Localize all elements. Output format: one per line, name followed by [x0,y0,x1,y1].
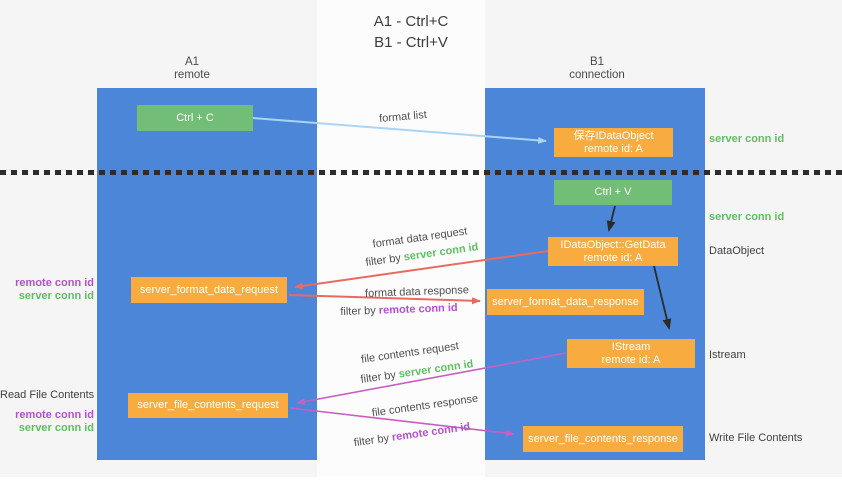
left-conn-id-group-1: remote conn id server conn id [0,277,94,303]
session-divider-dotted-line [0,170,842,175]
dataobject-label: DataObject [709,245,765,257]
ctrl-v-node: Ctrl + V [554,180,672,205]
server-file-contents-request-label: server_file_contents_request [137,399,279,411]
save-dataobject-node: 保存IDataObject remote id: A [554,128,673,157]
column-b-name: B1 [589,56,605,68]
column-a-subtitle: remote [174,69,210,81]
ctrl-c-node: Ctrl + C [137,105,253,131]
save-dataobject-line1: 保存IDataObject [573,129,654,142]
ctrl-c-label: Ctrl + C [176,111,214,124]
left-conn-id-group-2: remote conn id server conn id [0,409,94,435]
server-file-contents-response-label: server_file_contents_response [528,432,678,445]
save-dataobject-line2: remote id: A [584,142,643,155]
read-file-contents-label: Read File Contents [0,389,95,401]
title-line-1: A1 - Ctrl+C [373,13,449,30]
istream-side-label: Istream [709,349,746,361]
istream-line1: IStream [611,340,651,353]
ctrl-v-label: Ctrl + V [594,186,632,198]
filter-by-text: filter by [340,304,377,319]
server-conn-id-right-1: server conn id [709,133,785,145]
diagram-title: A1 - Ctrl+C B1 - Ctrl+V [291,11,531,53]
bottom-strip [0,477,842,485]
getdata-node: IDataObject::GetData remote id: A [548,237,678,266]
column-a-header: A1 remote [97,56,287,82]
server-format-data-response-node: server_format_data_response [487,289,644,315]
istream-line2: remote id: A [601,353,661,366]
column-a-name: A1 [184,56,200,68]
server-format-data-request-node: server_format_data_request [131,277,287,303]
server-format-data-response-label: server_format_data_response [492,295,639,308]
column-b-header: B1 connection [502,56,692,82]
getdata-line1: IDataObject::GetData [560,238,666,251]
remote-conn-id-label: remote conn id [15,277,94,289]
title-line-2: B1 - Ctrl+V [374,34,448,51]
server-file-contents-request-node: server_file_contents_request [128,393,288,418]
server-format-data-request-label: server_format_data_request [139,283,279,296]
column-b-subtitle: connection [569,69,625,81]
server-conn-id-label: server conn id [18,422,94,434]
istream-node: IStream remote id: A [567,339,695,368]
server-file-contents-response-node: server_file_contents_response [523,426,683,452]
server-conn-id-right-2: server conn id [709,211,785,223]
server-conn-id-label: server conn id [18,290,94,302]
write-file-contents-label: Write File Contents [709,432,803,444]
remote-conn-id-label: remote conn id [15,409,94,421]
getdata-line2: remote id: A [583,251,643,264]
